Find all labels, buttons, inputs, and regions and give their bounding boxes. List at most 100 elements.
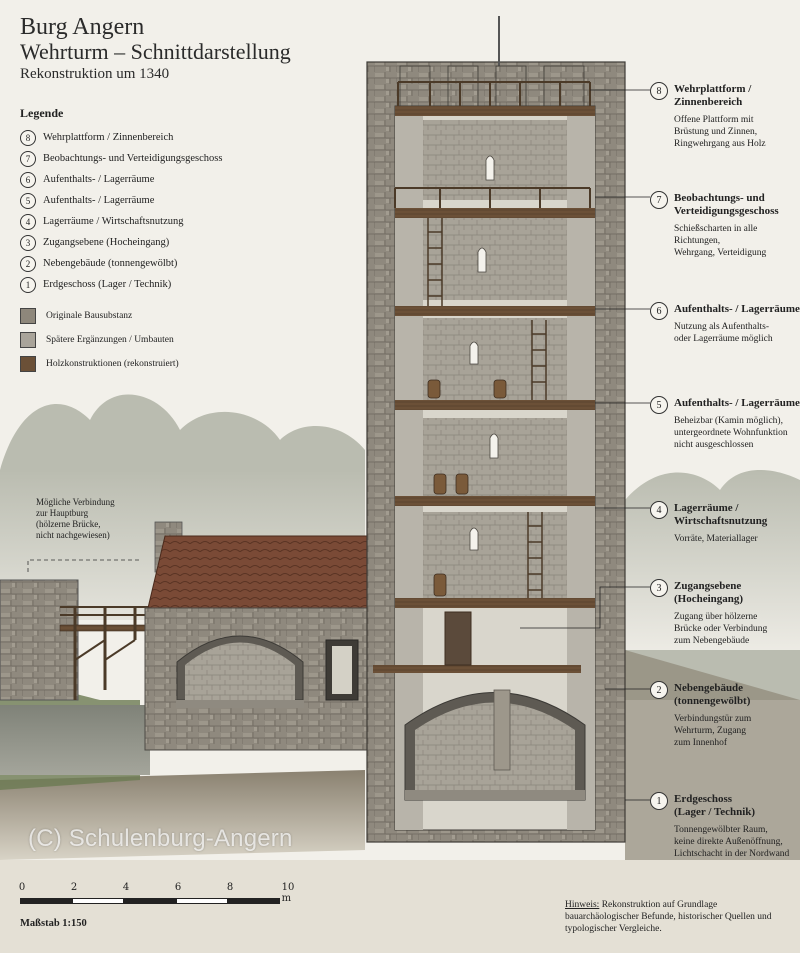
legend-material: Originale Bausubstanz [20, 304, 280, 327]
callout-title: Wehrplattform /Zinnenbereich [674, 83, 752, 108]
moat-water [0, 705, 150, 775]
legend-title: Legende [20, 106, 64, 120]
bridge-note-line: Mögliche Verbindung [36, 497, 115, 507]
wooden-bridge [59, 606, 151, 700]
callout-title: Lagerräume /Wirtschaftsnutzung [674, 502, 768, 527]
legend-item: 6 Aufenthalts- / Lagerräume [20, 169, 280, 190]
legend-material: Holzkonstruktionen (rekonstruiert) [20, 352, 280, 375]
legend-label: Erdgeschoss (Lager / Technik) [43, 279, 172, 290]
callout-description: Vorräte, Materiallager [674, 534, 758, 544]
scale-segment [228, 898, 280, 904]
legend-label: Aufenthalts- / Lagerräume [43, 195, 155, 206]
tower [366, 16, 626, 843]
bridge-note-line: zur Hauptburg [36, 508, 89, 518]
ground [0, 770, 365, 860]
legend-item: 7 Beobachtungs- und Verteidigungsgeschoss [20, 148, 280, 169]
legend-item: 3 Zugangsebene (Hocheingang) [20, 232, 280, 253]
ground-foreground [0, 860, 800, 953]
scale-label: Maßstab 1:150 [20, 918, 87, 929]
callout-number: 5 [650, 396, 668, 414]
scale-tick: 6 [174, 882, 182, 893]
callout-number: 7 [650, 191, 668, 209]
note-text: Rekonstruktion auf Grundlage bauarchäolo… [565, 900, 772, 934]
legend-label: Zugangsebene (Hocheingang) [43, 237, 170, 248]
gallery-railing [394, 187, 591, 208]
wooden-floors [373, 106, 595, 673]
bridge-note-line: (hölzerne Brücke, [36, 519, 101, 529]
material-label: Spätere Ergänzungen / Umbauten [46, 334, 174, 345]
legend-number: 6 [20, 171, 36, 188]
diagram-date: Rekonstruktion um 1340 [20, 66, 170, 82]
material-swatch-wood [20, 355, 36, 372]
scale-tick: 8 [226, 882, 234, 893]
ladders [427, 218, 547, 598]
legend-label: Beobachtungs- und Verteidigungsgeschoss [43, 153, 223, 164]
callout-3: 3 Zugangsebene(Hocheingang) Zugang über … [650, 579, 800, 647]
scale-tick: 2 [70, 882, 78, 893]
bridge-note: Mögliche Verbindung zur Hauptburg (hölze… [36, 497, 115, 541]
callout-description: Tonnengewölbter Raum,keine direkte Außen… [674, 825, 790, 859]
scale-bar: 0 2 4 6 8 10 m Maßstab 1:150 [19, 882, 295, 929]
callout-number: 1 [650, 792, 668, 810]
legend-number: 8 [20, 129, 36, 146]
reconstruction-note: Hinweis: Rekonstruktion auf Grundlage ba… [565, 899, 785, 935]
castle-wall-fragment [0, 579, 79, 701]
bridge-note-line: nicht nachgewiesen) [36, 530, 110, 540]
callout-number: 8 [650, 82, 668, 100]
scale-tick: 4 [122, 882, 130, 893]
callout-2: 2 Nebengebäude(tonnengewölbt) Verbindung… [650, 681, 800, 749]
side-building [144, 521, 371, 751]
callout-description: Beheizbar (Kamin möglich),untergeordnete… [674, 416, 788, 450]
pillar [493, 689, 511, 771]
arrow-slits [469, 155, 499, 551]
callout-title: Nebengebäude(tonnengewölbt) [674, 682, 751, 707]
legend-number: 3 [20, 234, 36, 251]
legend-label: Nebengebäude (tonnengewölbt) [43, 258, 178, 269]
scale-segment [72, 898, 124, 904]
callout-title: Erdgeschoss(Lager / Technik) [674, 793, 756, 818]
material-label: Originale Bausubstanz [46, 310, 133, 321]
scale-segments [20, 898, 290, 904]
ground-right [625, 650, 800, 860]
high-entrance-door [444, 611, 472, 666]
legend-number: 4 [20, 213, 36, 230]
callout-number: 6 [650, 302, 668, 320]
callout-4: 4 Lagerräume /Wirtschaftsnutzung Vorräte… [650, 501, 800, 545]
callout-number: 2 [650, 681, 668, 699]
scale-ticks: 0 2 4 6 8 10 m [19, 882, 295, 904]
callout-1: 1 Erdgeschoss(Lager / Technik) Tonnengew… [650, 792, 800, 860]
legend-material: Spätere Ergänzungen / Umbauten [20, 328, 280, 351]
scale-segment [20, 898, 72, 904]
material-label: Holzkonstruktionen (rekonstruiert) [46, 358, 179, 369]
legend-number: 5 [20, 192, 36, 209]
legend-number: 2 [20, 255, 36, 272]
callout-title: Aufenthalts- / Lagerräume [674, 397, 800, 409]
callout-description: Nutzung als Aufenthalts-oder Lagerräume … [674, 322, 773, 344]
callout-number: 3 [650, 579, 668, 597]
legend-label: Lagerräume / Wirtschaftsnutzung [43, 216, 184, 227]
material-swatch-later [20, 331, 36, 348]
note-label: Hinweis: [565, 900, 600, 910]
callout-6: 6 Aufenthalts- / Lagerräume Nutzung als … [650, 302, 800, 345]
callout-5: 5 Aufenthalts- / Lagerräume Beheizbar (K… [650, 396, 800, 451]
diagram-title: Burg Angern [20, 14, 145, 40]
callout-title: Zugangsebene(Hocheingang) [674, 580, 744, 605]
callout-number: 4 [650, 501, 668, 519]
legend-item: 2 Nebengebäude (tonnengewölbt) [20, 253, 280, 274]
tiled-roof [147, 535, 369, 609]
copyright-watermark: (C) Schulenburg-Angern [28, 825, 293, 852]
scale-segment [176, 898, 228, 904]
legend-label: Aufenthalts- / Lagerräume [43, 174, 155, 185]
platform-railing [397, 81, 591, 106]
scale-segment [124, 898, 176, 904]
material-swatch-original [20, 307, 36, 324]
legend-number: 1 [20, 276, 36, 293]
legend-number: 7 [20, 150, 36, 167]
